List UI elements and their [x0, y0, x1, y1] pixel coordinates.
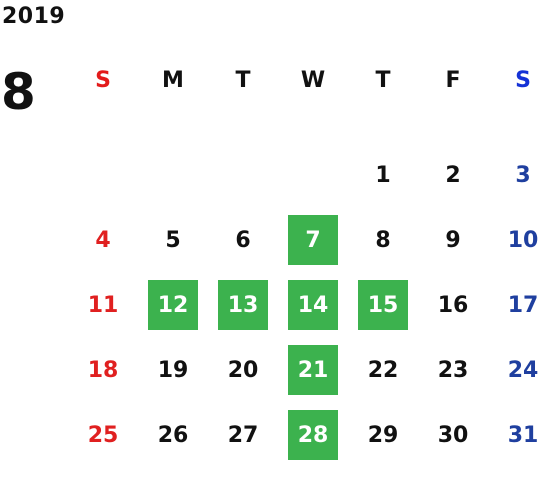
calendar-day[interactable]: 20	[208, 345, 278, 395]
calendar-day[interactable]: 31	[488, 410, 548, 460]
calendar-day[interactable]: 19	[138, 345, 208, 395]
calendar-day-number: 24	[507, 357, 539, 383]
weekday-header-thursday: T	[375, 67, 391, 93]
calendar-day[interactable]: 6	[208, 215, 278, 265]
calendar-day-number: 9	[445, 227, 461, 253]
calendar-day-number: 13	[218, 280, 268, 330]
calendar-day-number: 7	[288, 215, 338, 265]
calendar-day[interactable]: 4	[68, 215, 138, 265]
calendar-day-number: 3	[515, 162, 531, 188]
calendar-day[interactable]: 7	[278, 215, 348, 265]
calendar-day[interactable]: 9	[418, 215, 488, 265]
calendar-day[interactable]: 16	[418, 280, 488, 330]
calendar-day[interactable]: 12	[138, 280, 208, 330]
calendar-day[interactable]: 22	[348, 345, 418, 395]
calendar-day-number: 10	[507, 227, 539, 253]
calendar-day[interactable]: 24	[488, 345, 548, 395]
calendar-day[interactable]: 10	[488, 215, 548, 265]
calendar-day-number: 31	[507, 422, 539, 448]
calendar-day[interactable]: 26	[138, 410, 208, 460]
calendar-day[interactable]: 8	[348, 215, 418, 265]
calendar-day-number: 19	[157, 357, 189, 383]
calendar-day[interactable]: 3	[488, 150, 548, 200]
calendar-day[interactable]: 15	[348, 280, 418, 330]
weekday-header-friday: F	[445, 67, 461, 93]
calendar-day-number: 1	[375, 162, 391, 188]
calendar-day-number: 17	[507, 292, 539, 318]
calendar-day-number: 18	[87, 357, 119, 383]
calendar-day[interactable]: 13	[208, 280, 278, 330]
calendar-day-number: 11	[87, 292, 119, 318]
calendar-day[interactable]: 5	[138, 215, 208, 265]
calendar-day[interactable]: 30	[418, 410, 488, 460]
calendar-day[interactable]: 28	[278, 410, 348, 460]
calendar-day[interactable]: 18	[68, 345, 138, 395]
weekday-header-sunday: S	[95, 67, 111, 93]
calendar-day[interactable]: 14	[278, 280, 348, 330]
calendar-empty-cell	[278, 150, 348, 200]
calendar-day-number: 29	[367, 422, 399, 448]
year-label: 2019	[2, 4, 66, 29]
weekday-header-tuesday: T	[235, 67, 251, 93]
calendar-day-number: 8	[375, 227, 391, 253]
calendar-day-number: 21	[288, 345, 338, 395]
month-label: 8	[1, 63, 36, 121]
calendar-day-number: 26	[157, 422, 189, 448]
calendar-day[interactable]: 21	[278, 345, 348, 395]
calendar-day-number: 12	[148, 280, 198, 330]
calendar-day-number: 4	[95, 227, 111, 253]
calendar-day[interactable]: 2	[418, 150, 488, 200]
weekday-header-saturday: S	[515, 67, 531, 93]
calendar-day[interactable]: 29	[348, 410, 418, 460]
calendar-day[interactable]: 23	[418, 345, 488, 395]
calendar-empty-cell	[68, 150, 138, 200]
calendar-day-number: 20	[227, 357, 259, 383]
calendar-empty-cell	[208, 150, 278, 200]
calendar-day-number: 30	[437, 422, 469, 448]
calendar-day-number: 22	[367, 357, 399, 383]
calendar-day-number: 16	[437, 292, 469, 318]
calendar-day-number: 23	[437, 357, 469, 383]
calendar-day[interactable]: 17	[488, 280, 548, 330]
calendar-day-number: 27	[227, 422, 259, 448]
calendar-day[interactable]: 1	[348, 150, 418, 200]
calendar-day-number: 2	[445, 162, 461, 188]
calendar-empty-cell	[138, 150, 208, 200]
calendar-day[interactable]: 27	[208, 410, 278, 460]
calendar-day[interactable]: 11	[68, 280, 138, 330]
calendar-day[interactable]: 25	[68, 410, 138, 460]
calendar-day-number: 14	[288, 280, 338, 330]
calendar-day-number: 28	[288, 410, 338, 460]
calendar-day-number: 15	[358, 280, 408, 330]
calendar-day-number: 6	[235, 227, 251, 253]
weekday-header-monday: M	[162, 67, 184, 93]
calendar-day-number: 25	[87, 422, 119, 448]
weekday-header-wednesday: W	[300, 67, 326, 93]
calendar-day-number: 5	[165, 227, 181, 253]
